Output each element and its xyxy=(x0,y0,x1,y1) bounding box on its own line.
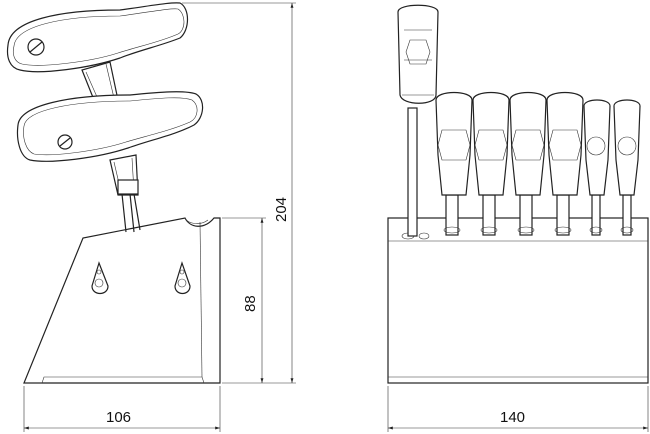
front-key-1 xyxy=(435,91,473,236)
dim-front-width: 140 xyxy=(500,409,525,426)
front-stand xyxy=(387,217,649,384)
dim-total-height: 204 xyxy=(273,197,290,222)
side-handle-lower xyxy=(16,91,204,233)
side-stand xyxy=(23,217,221,384)
front-view: 140 xyxy=(387,4,649,432)
front-key-3 xyxy=(509,91,547,236)
side-view: 106 88 204 xyxy=(6,2,296,432)
front-key-long xyxy=(397,4,439,237)
dim-base-height: 88 xyxy=(242,295,259,312)
dim-side-width: 106 xyxy=(106,409,131,426)
side-keyhole-right xyxy=(174,261,191,295)
front-key-4 xyxy=(546,91,584,236)
front-key-5 xyxy=(583,99,611,236)
front-key-2 xyxy=(472,91,510,236)
side-keyhole-left xyxy=(91,261,109,295)
front-key-6 xyxy=(613,99,641,236)
